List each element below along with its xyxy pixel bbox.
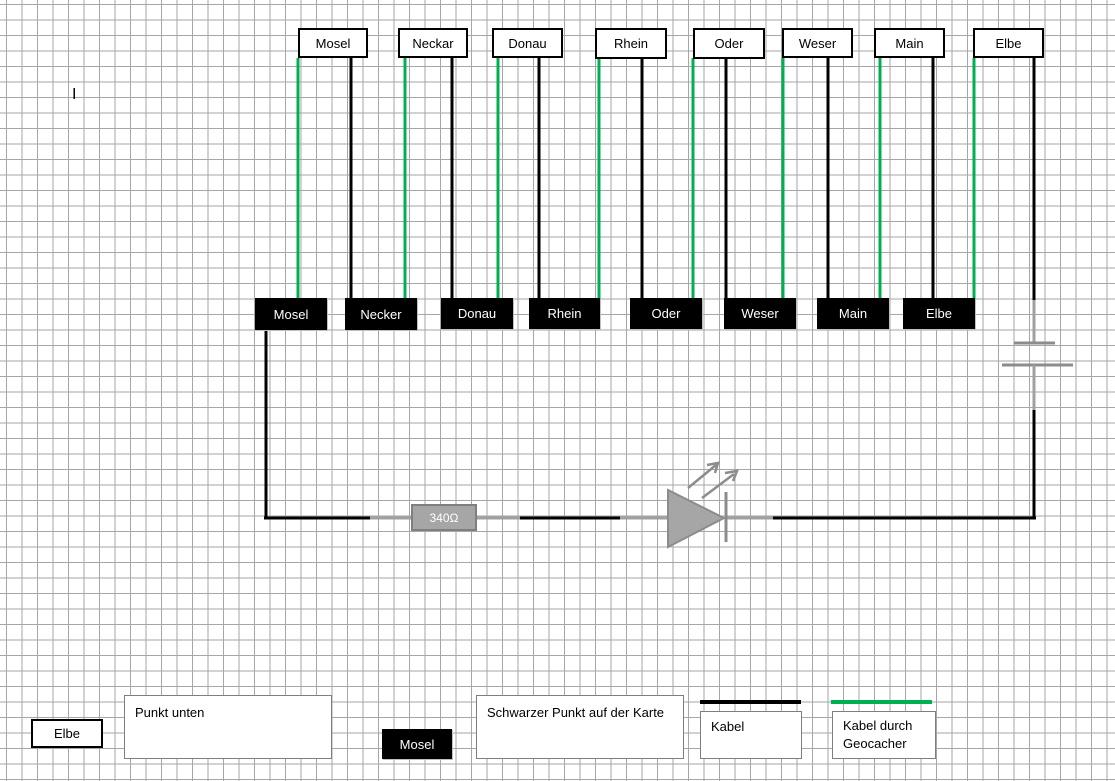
light-arrow-2 [701,473,735,499]
legend-elbe-white-box: Elbe [31,719,103,748]
light-arrow-2-head [724,469,739,482]
legend-kabel-text: Kabel [711,719,745,734]
legend-schwarzer-punkt: Schwarzer Punkt auf der Karte [476,695,684,759]
resistor [411,504,477,531]
bottom-label-rhein: Rhein [529,298,600,329]
top-label-mosel: Mosel [298,28,368,58]
led-icon [667,488,727,549]
bottom-label-elbe: Elbe [903,298,975,329]
light-arrow-1-head [706,461,720,474]
top-label-main: Main [874,28,945,58]
legend-mosel-black-box: Mosel [382,729,452,759]
bottom-label-oder: Oder [630,298,702,329]
bottom-label-main: Main [817,298,889,329]
legend-kabel-geocacher-line2: Geocacher [843,736,907,751]
legend-kabel-geocacher-line1: Kabel durch [843,718,913,733]
bottom-label-weser: Weser [724,298,796,329]
bottom-label-necker: Necker [345,298,417,330]
top-label-neckar: Neckar [398,28,468,58]
bottom-label-mosel: Mosel [255,298,327,330]
top-label-donau: Donau [492,28,563,58]
legend-punkt-unten: Punkt unten [124,695,332,759]
bottom-label-donau: Donau [441,298,513,329]
top-label-elbe: Elbe [973,28,1044,58]
legend-kabel: Kabel [700,711,802,759]
top-label-rhein: Rhein [595,28,667,59]
legend-punkt-unten-text: Punkt unten [135,705,205,720]
legend-schwarzer-punkt-text: Schwarzer Punkt auf der Karte [487,705,665,720]
top-label-oder: Oder [693,28,765,59]
top-label-weser: Weser [782,28,853,58]
text-cursor: I [72,86,77,103]
resistor-label: 340Ω [430,511,459,525]
light-arrow-1 [687,464,717,489]
